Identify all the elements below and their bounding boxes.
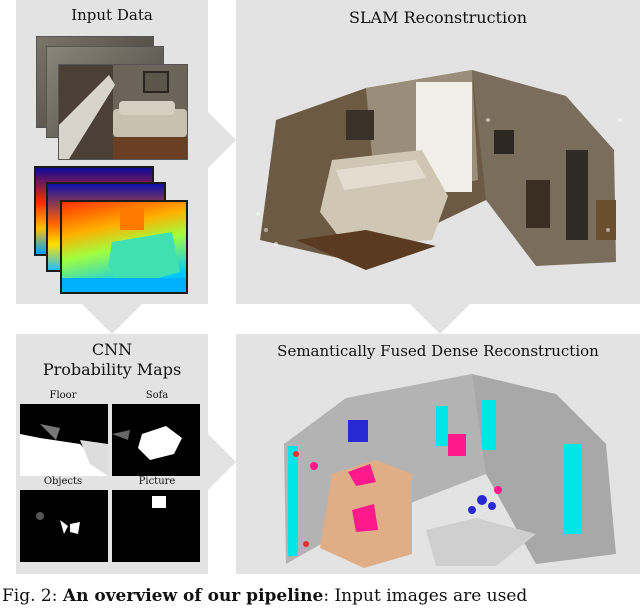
sofa-probability-map [112,404,200,476]
slam-reconstruction-panel: SLAM Reconstruction [236,0,640,304]
slam-title: SLAM Reconstruction [348,8,528,27]
arrow-input-to-cnn [82,304,142,334]
caption-rest: : Input images are used [323,586,528,606]
objects-probability-map [20,490,108,562]
objects-map-image [20,490,108,562]
semantic-title: Semantically Fused Dense Reconstruction [277,342,599,360]
arrow-input-to-slam [208,112,236,168]
map-label-objects: Objects [43,476,83,487]
sofa-map-image [112,404,200,476]
map-label-floor: Floor [49,390,77,401]
semantic-reconstruction-panel: Semantically Fused Dense Reconstruction [236,334,640,574]
figure-caption: Fig. 2: An overview of our pipeline: Inp… [2,586,640,606]
picture-map-image [112,490,200,562]
caption-bold: An overview of our pipeline [62,586,324,606]
input-data-panel: Input Data [16,0,208,304]
map-label-picture: Picture [138,476,176,487]
arrow-slam-to-semantic [410,304,470,334]
cnn-probability-maps-panel: CNN Probability Maps Floor Sofa Objects … [16,334,208,574]
floor-probability-map [20,404,108,476]
cnn-title-line1: CNN [91,340,133,359]
living-room-photo [59,65,187,159]
floor-map-image [20,404,108,476]
semantic-point-cloud [284,374,616,568]
map-label-sofa: Sofa [145,390,169,401]
depth-map-image [62,202,186,292]
cnn-title-line2: Probability Maps [42,360,182,379]
arrow-cnn-to-semantic [208,434,236,490]
slam-point-cloud [256,70,622,270]
picture-probability-map [112,490,200,562]
cnn-title: CNN Probability Maps [16,340,208,380]
depth-frame-front [60,200,188,294]
caption-prefix: Fig. 2: [2,586,63,606]
rgb-frame-front [58,64,188,160]
input-data-title: Input Data [71,6,153,24]
